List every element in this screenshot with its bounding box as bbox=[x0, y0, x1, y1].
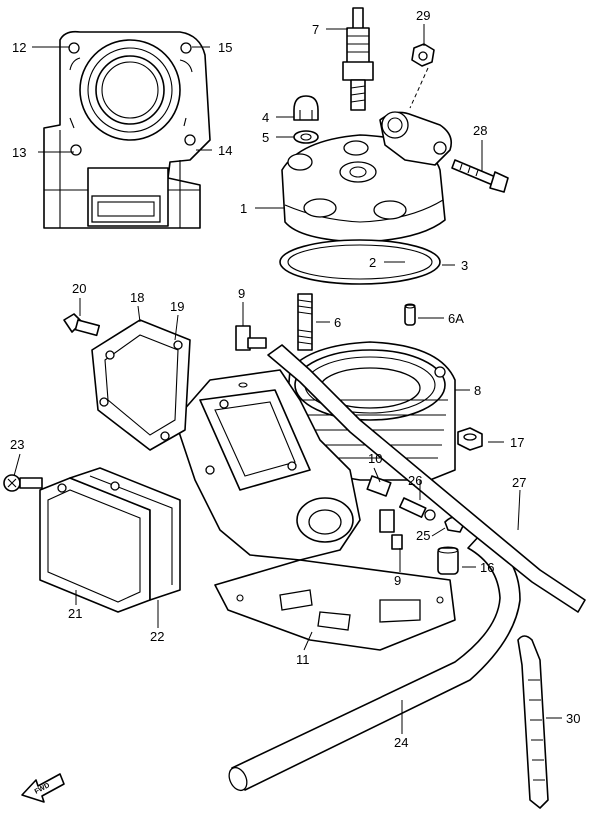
callout-9-lower: 9 bbox=[394, 573, 401, 588]
cylinder-port-housing bbox=[174, 369, 361, 561]
callout-15: 15 bbox=[218, 40, 232, 55]
callout-18: 18 bbox=[130, 290, 144, 305]
hose-24 bbox=[228, 534, 521, 792]
cable-tie bbox=[517, 635, 549, 809]
collar bbox=[437, 546, 459, 575]
callout-14: 14 bbox=[218, 143, 232, 158]
bolt-26 bbox=[398, 497, 436, 521]
callout-5: 5 bbox=[262, 130, 269, 145]
callout-19: 19 bbox=[170, 299, 184, 314]
leader-lines bbox=[13, 24, 562, 734]
callout-8: 8 bbox=[474, 383, 481, 398]
callout-3: 3 bbox=[461, 258, 468, 273]
side-cover bbox=[39, 467, 181, 613]
callout-labels: 12 15 13 14 1 2 3 4 5 7 29 28 6 6A 8 9 1… bbox=[10, 8, 580, 750]
callout-23: 23 bbox=[10, 437, 24, 452]
callout-16: 16 bbox=[480, 560, 494, 575]
head-gasket bbox=[279, 239, 441, 285]
callout-6: 6 bbox=[334, 315, 341, 330]
callout-17: 17 bbox=[510, 435, 524, 450]
callout-28: 28 bbox=[473, 123, 487, 138]
callout-26: 26 bbox=[408, 473, 422, 488]
washer bbox=[293, 130, 319, 144]
callout-9-upper: 9 bbox=[238, 286, 245, 301]
bolt-20 bbox=[63, 313, 101, 337]
bolt-23 bbox=[3, 474, 43, 492]
spark-plug bbox=[342, 7, 374, 111]
callout-29: 29 bbox=[416, 8, 430, 23]
cylinder-top-view-inset bbox=[43, 30, 211, 229]
callout-21: 21 bbox=[68, 606, 82, 621]
callout-11: 11 bbox=[296, 652, 310, 667]
callout-2: 2 bbox=[369, 255, 376, 270]
cylinder-head bbox=[281, 111, 453, 243]
callout-6a: 6A bbox=[448, 311, 464, 326]
callout-20: 20 bbox=[72, 281, 86, 296]
callout-10: 10 bbox=[368, 451, 382, 466]
callout-22: 22 bbox=[150, 629, 164, 644]
cap-nut bbox=[293, 95, 319, 121]
callout-30: 30 bbox=[566, 711, 580, 726]
callout-25: 25 bbox=[416, 528, 430, 543]
bolt-28 bbox=[451, 159, 509, 193]
callout-27: 27 bbox=[512, 475, 526, 490]
callout-24: 24 bbox=[394, 735, 408, 750]
fitting-lower bbox=[379, 509, 403, 550]
screw-10 bbox=[366, 475, 392, 497]
nut-29 bbox=[409, 43, 435, 109]
reed-cover-gasket bbox=[91, 319, 191, 451]
nut-17 bbox=[457, 427, 483, 451]
callout-1: 1 bbox=[240, 201, 247, 216]
dowel-pin bbox=[404, 303, 416, 326]
fwd-arrow-icon: FWD bbox=[21, 773, 65, 803]
callout-4: 4 bbox=[262, 110, 269, 125]
callout-7: 7 bbox=[312, 22, 319, 37]
callout-13: 13 bbox=[12, 145, 26, 160]
hose-27 bbox=[267, 344, 586, 613]
base-gasket bbox=[214, 559, 456, 651]
callout-12: 12 bbox=[12, 40, 26, 55]
stud-bolt bbox=[297, 293, 313, 351]
